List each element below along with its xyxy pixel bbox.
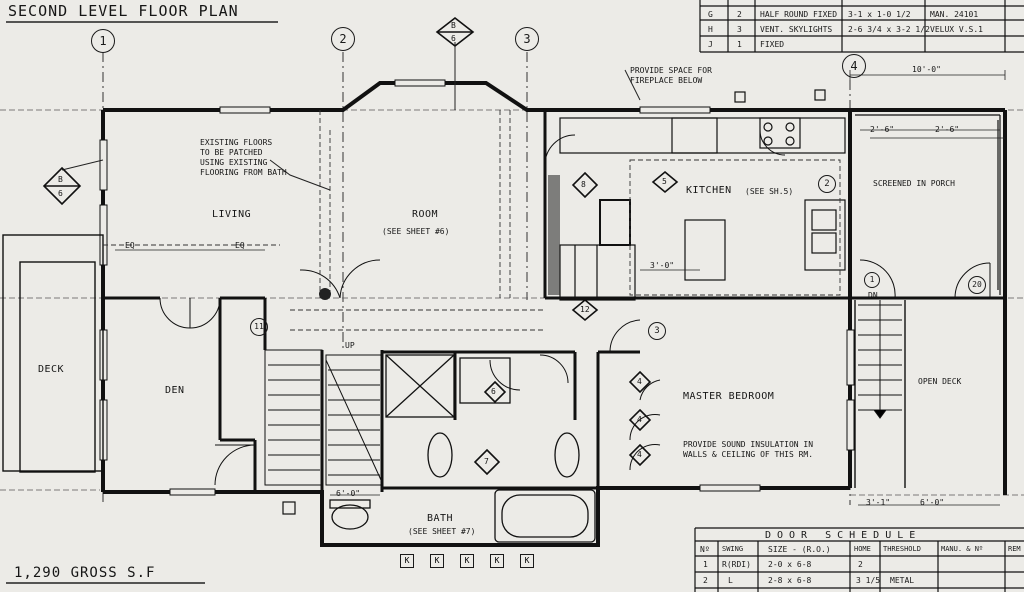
note-sound-insulation: PROVIDE SOUND INSULATION IN WALLS & CEIL… — [683, 440, 814, 459]
door-row-1-size: 2-0 x 6-8 — [768, 560, 812, 569]
section-callout-top-sheet: 6 — [451, 34, 456, 43]
door-schedule-header-rem: REM — [1008, 545, 1021, 553]
k-tag-3: K — [460, 554, 474, 568]
note-fireplace: PROVIDE SPACE FOR FIREPLACE BELOW — [630, 66, 712, 85]
section-callout-letter: B — [58, 175, 63, 184]
room-label-bath: BATH — [427, 513, 454, 524]
door-callout-8: 8 — [581, 180, 586, 189]
gross-area-label: 1,290 GROSS S.F — [14, 565, 156, 581]
grid-marker-3: 3 — [515, 27, 539, 51]
room-label-screened-porch: SCREENED IN PORCH — [873, 179, 955, 188]
bath-note-sheet: (SEE SHEET #7) — [408, 527, 476, 536]
k-tag-2: K — [430, 554, 444, 568]
closet-callout-b: 4 — [637, 415, 642, 424]
window-row-h-qty: 3 — [737, 25, 742, 34]
window-row-g-mark: G — [708, 10, 713, 19]
closet-callout-c: 4 — [637, 450, 642, 459]
window-row-h-size: 2-6 3/4 x 3-2 1/2 — [848, 25, 930, 34]
stair-down-label: DN — [868, 291, 878, 300]
door-schedule-header-manu: MANU. & Nº — [941, 545, 984, 553]
window-row-g-model: MAN. 24101 — [930, 10, 979, 19]
section-callout-sheet: 6 — [58, 189, 63, 198]
stair-up-label: UP — [345, 341, 355, 350]
door-callout-11: 11 — [250, 318, 268, 336]
door-callout-12: 12 — [580, 305, 590, 314]
door-schedule-header-no: Nº — [700, 545, 710, 554]
room-label-living: LIVING — [212, 209, 252, 220]
grid-marker-2: 2 — [331, 27, 355, 51]
door-row-2-threshold: METAL — [890, 576, 915, 585]
k-tag-5: K — [520, 554, 534, 568]
plan-title: SECOND LEVEL FLOOR PLAN — [8, 2, 239, 20]
door-row-1-home: 2 — [858, 560, 863, 569]
door-schedule-header-size: SIZE - (R.O.) — [768, 545, 831, 554]
dimension-bedroom-a: 3'-1" — [866, 498, 891, 507]
window-row-h-mark: H — [708, 25, 713, 34]
bedroom-door-callout: 3 — [648, 322, 666, 340]
room-label-deck: DECK — [38, 364, 65, 375]
dimension-porch-width: 10'-0" — [912, 65, 941, 74]
bath-callout: 7 — [484, 457, 489, 466]
door-schedule-header-home: HOME — [854, 545, 871, 553]
dimension-eq-right: EQ — [235, 241, 245, 250]
kitchen-callout: 5 — [662, 177, 667, 186]
porch-door-callout: 2 — [818, 175, 836, 193]
note-existing-floors: EXISTING FLOORS TO BE PATCHED USING EXIS… — [200, 138, 287, 177]
door-row-2-no: 2 — [703, 576, 708, 585]
window-row-j-qty: 1 — [737, 40, 742, 49]
door-schedule-header-swing: SWING — [722, 545, 744, 553]
dimension-eq-left: EQ — [125, 241, 135, 250]
stair-callout: 1 — [864, 272, 880, 288]
window-row-j-type: FIXED — [760, 40, 785, 49]
door-row-1-no: 1 — [703, 560, 708, 569]
door-schedule-title: DOOR SCHEDULE — [765, 530, 922, 541]
grid-marker-4: 4 — [842, 54, 866, 78]
window-row-g-qty: 2 — [737, 10, 742, 19]
room-label-master-bedroom: MASTER BEDROOM — [683, 391, 775, 402]
k-tag-4: K — [490, 554, 504, 568]
grid-marker-1: 1 — [91, 29, 115, 53]
door-row-2-home: 3 1/5 — [856, 576, 881, 585]
door-row-2-size: 2-8 x 6-8 — [768, 576, 812, 585]
closet-callout-a: 4 — [637, 377, 642, 386]
door-row-1-swing: R(RDI) — [722, 560, 751, 569]
k-tag-1: K — [400, 554, 414, 568]
dimension-porch-b: 2'-6" — [935, 125, 960, 134]
door-schedule-header-threshold: THRESHOLD — [883, 545, 921, 553]
section-callout-top-letter: B — [451, 21, 456, 30]
window-row-h-type: VENT. SKYLIGHTS — [760, 25, 833, 34]
dimension-bath: 6'-0" — [336, 489, 361, 498]
kitchen-note-sheet: (SEE SH.5) — [745, 187, 794, 196]
room-label-room: ROOM — [412, 209, 439, 220]
door-callout-6: 6 — [491, 387, 496, 396]
room-note-sheet: (SEE SHEET #6) — [382, 227, 450, 236]
dimension-porch-a: 2'-6" — [870, 125, 895, 134]
window-row-j-mark: J — [708, 40, 713, 49]
door-callout-20: 20 — [968, 276, 986, 294]
window-row-g-type: HALF ROUND FIXED — [760, 10, 838, 19]
dimension-bedroom-b: 6'-0" — [920, 498, 945, 507]
dimension-kitchen: 3'-0" — [650, 261, 675, 270]
window-row-h-model: VELUX V.S.1 — [930, 25, 983, 34]
room-label-kitchen: KITCHEN — [686, 185, 732, 196]
window-row-g-size: 3-1 x 1-0 1/2 — [848, 10, 911, 19]
door-row-2-swing: L — [728, 576, 733, 585]
room-label-open-deck: OPEN DECK — [918, 377, 962, 386]
room-label-den: DEN — [165, 385, 185, 396]
